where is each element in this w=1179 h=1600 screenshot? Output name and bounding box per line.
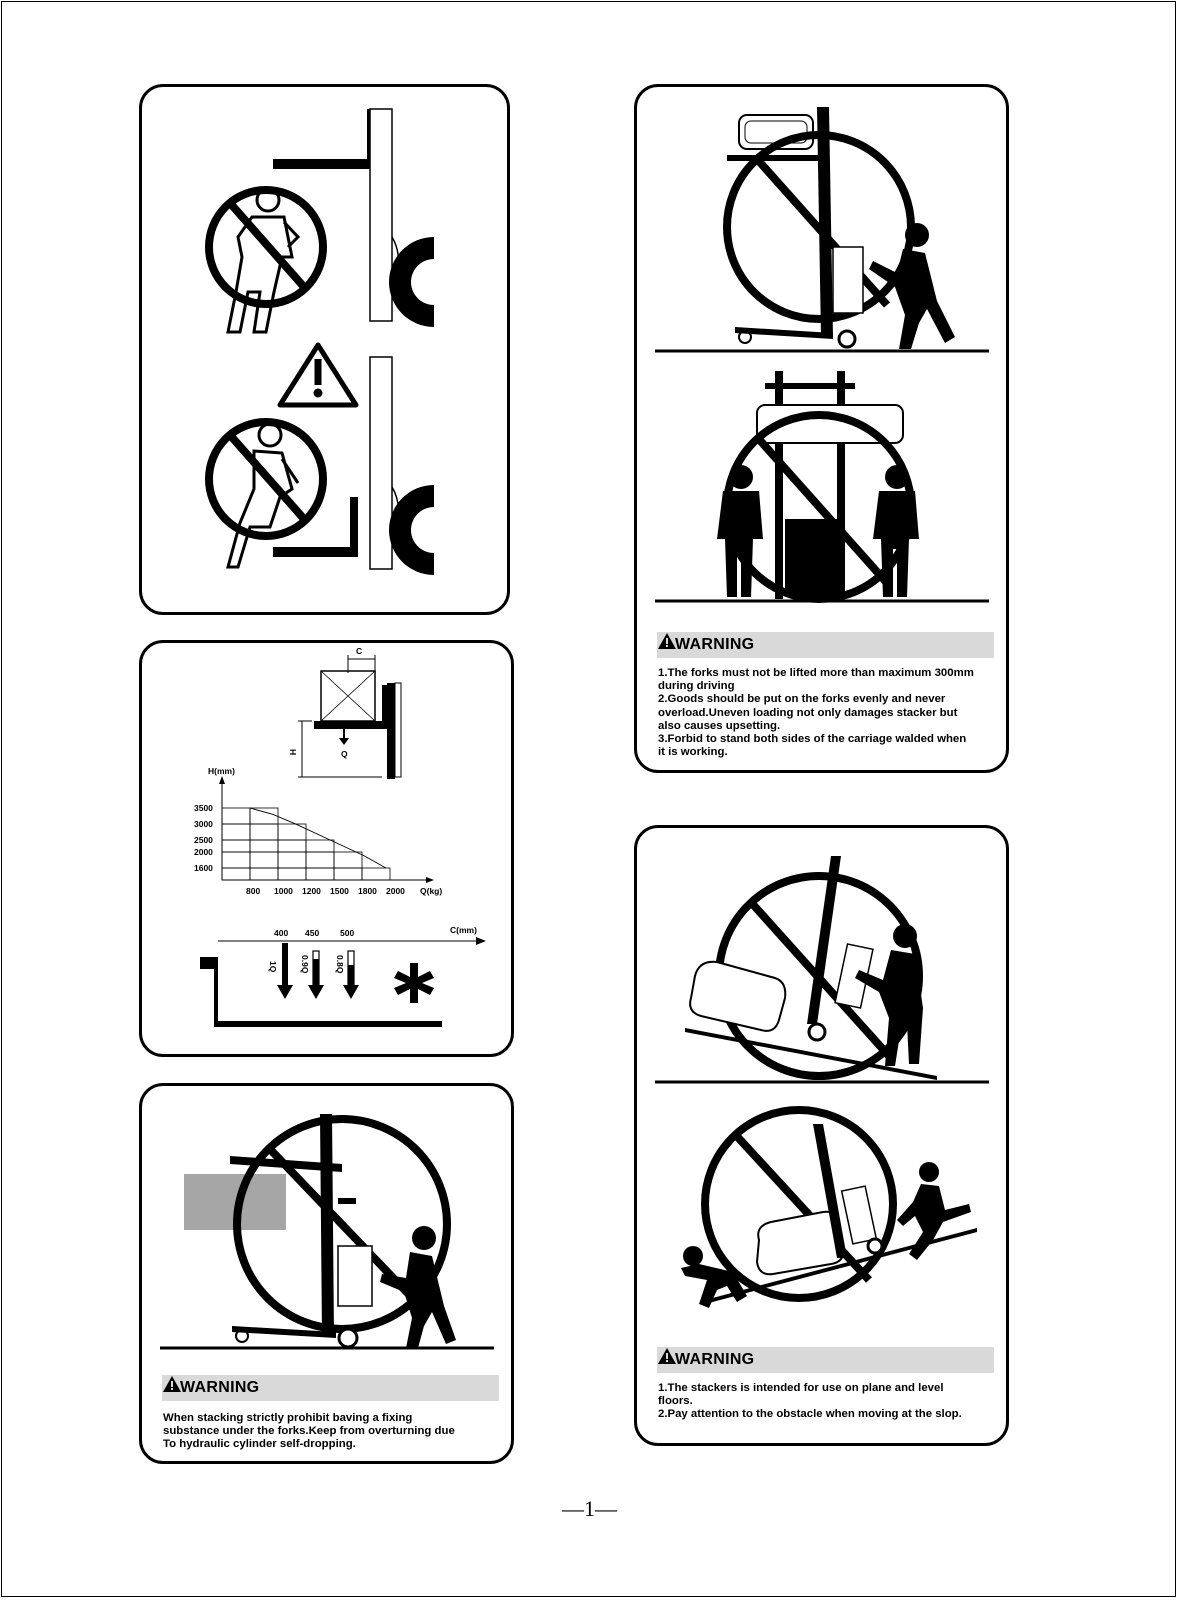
load-center-sketch: C Q H [288,646,402,779]
warning-triangle-icon [163,1376,181,1392]
load-factor-label: 1Q [268,961,278,973]
chart-y-arrow [219,776,225,784]
panel-no-person-under-forks [139,84,510,615]
raised-forks-illustration [655,107,989,603]
chart-y-tick-label: 1600 [194,863,213,873]
load-factor-label: 0.9Q [300,955,310,974]
chart-y-tick-label: 3000 [194,819,213,829]
chart-grid-cell [221,851,251,869]
chart-grid-cell [249,867,279,881]
chart-grid-cell [305,839,335,853]
chart-x-tick-label: 1200 [302,886,321,896]
warning-text: When stacking strictly prohibit baving a… [163,1412,455,1452]
chart-grid-cell [305,851,335,869]
c-tick-label: 450 [305,928,319,938]
chart-grid-cell [333,867,363,881]
chart-grid-cell [305,867,335,881]
chart-grid-cell [249,839,279,853]
warning-title: WARNING [675,636,755,653]
panel-slope-warning: WARNING 1.The stackers is intended for u… [634,825,1009,1446]
warning-text: 1.The stackers is intended for use on pl… [658,1382,962,1422]
load-diagram-svg: C Q H 3500 3000 2500 2000 1600 800 1000 1200 150… [194,646,486,1027]
warning-bar: WARNING [657,632,994,658]
chart-y-tick-label: 3500 [194,803,213,813]
warning-line: floors. [658,1395,693,1408]
warning-line: 1.The forks must not be lifted more than… [658,667,974,679]
c-tick-label: 400 [274,928,288,938]
load-chart: 3500 3000 2500 2000 1600 800 1000 1200 1500 1800 2… [194,766,442,896]
chart-y-axis-label: H(mm) [208,766,235,776]
warning-line: overload.Uneven loading not only damages… [658,706,958,719]
fixing-substance-illustration [160,1114,494,1350]
warning-text: 1.The forks must not be lifted more than… [658,667,974,759]
chart-x-tick-label: 800 [246,886,260,896]
warning-line: When stacking strictly prohibit baving a… [163,1412,413,1424]
warning-line: during driving [658,680,735,693]
chart-x-axis-label: Q(kg) [420,886,442,896]
chart-capacity-curve [249,807,387,869]
warning-triangle-icon [658,633,676,649]
chart-grid-cell [221,807,251,825]
c-tick-label: 500 [340,928,354,938]
warning-line: 2.Pay attention to the obstacle when mov… [658,1408,962,1421]
fork-load-center-diagram: C(mm) 400 450 500 1Q 0.9Q 0.8Q [200,925,486,1027]
chart-grid-cell [221,839,251,853]
warning-line: it is working. [658,746,728,759]
panel-raised-forks-warning: WARNING 1.The forks must not be lifted m… [634,84,1009,773]
prohibited-load-icon [394,963,434,1003]
chart-x-tick-label: 1500 [330,886,349,896]
no-person-under-forks-illustration [205,108,434,575]
q-load-label: Q [341,749,348,759]
panel-fixing-substance: WARNING When stacking strictly prohibit … [139,1083,514,1464]
chart-grid-cell [221,823,251,841]
c-axis-label: C(mm) [450,925,477,935]
c-dimension-label: C [356,646,362,656]
panel-load-diagram: C Q H 3500 3000 2500 2000 1600 800 1000 1200 150… [139,640,514,1057]
warning-line: 2.Goods should be put on the forks evenl… [658,693,946,706]
warning-title: WARNING [180,1379,260,1396]
warning-triangle-icon [658,1348,676,1364]
chart-grid-cell [277,851,307,869]
h-dimension-label: H [288,749,298,755]
chart-grid-cell [361,867,391,881]
warning-line: To hydraulic cylinder self-dropping. [163,1438,356,1451]
chart-y-tick-label: 2500 [194,835,213,845]
chart-grid-cell [249,851,279,869]
chart-grid-cell [249,823,279,841]
warning-bar: WARNING [657,1347,994,1373]
chart-x-arrow [426,877,434,883]
chart-grid-cell [249,807,279,825]
load-factor-label: 0.8Q [335,955,345,974]
warning-line: also causes upsetting. [658,719,781,732]
chart-y-tick-label: 2000 [194,847,213,857]
warning-bar: WARNING [162,1375,499,1401]
chart-x-tick-label: 1000 [274,886,293,896]
warning-line: substance under the forks.Keep from over… [163,1425,455,1438]
page-number: —1— [562,1496,617,1521]
chart-x-tick-label: 1800 [358,886,377,896]
warning-line: 1.The stackers is intended for use on pl… [658,1382,944,1394]
warning-line: 3.Forbid to stand both sides of the carr… [658,733,967,746]
chart-grid-cell [277,867,307,881]
warning-title: WARNING [675,1351,755,1368]
slope-illustration [655,856,989,1308]
chart-grid-cell [277,839,307,853]
chart-x-tick-label: 2000 [386,886,405,896]
chart-grid-cell [221,867,251,881]
chart-grid-cell [333,851,363,869]
